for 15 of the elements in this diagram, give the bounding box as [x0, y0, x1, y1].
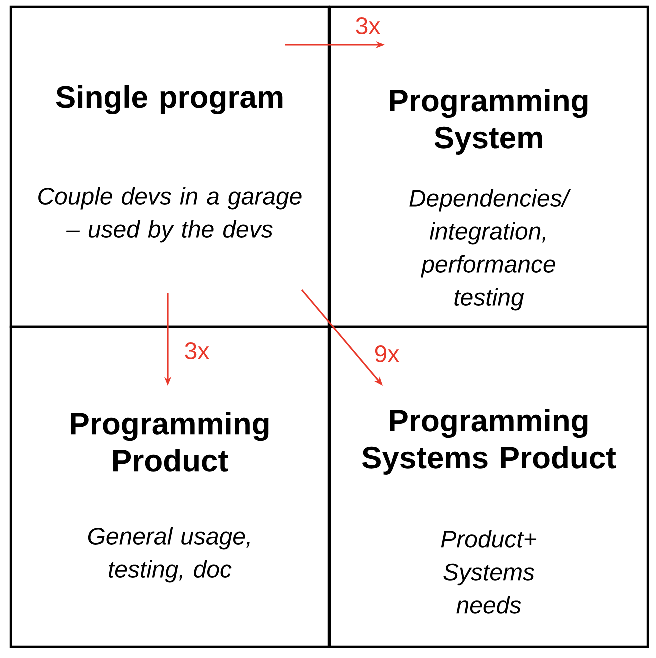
- quadrant-box: [328, 326, 650, 648]
- quadrant-box: [10, 6, 330, 328]
- heading: Programming Product: [71, 412, 269, 472]
- description: Couple devs in a garage – used by the devs: [38, 187, 302, 243]
- description: Product+ Systems needs: [441, 530, 537, 614]
- edge-label: 3x: [354, 16, 382, 36]
- description: Dependencies/ integration, performance testing: [410, 189, 572, 311]
- description: General usage, testing, doc: [88, 527, 250, 583]
- edge-label: 9x: [373, 344, 401, 364]
- quadrant-box: [328, 6, 650, 328]
- quadrant-box: [10, 326, 330, 648]
- edge-label: 3x: [183, 342, 211, 360]
- heading: Programming Systems Product: [362, 409, 616, 475]
- heading: Single program: [56, 85, 283, 115]
- heading: Programming System: [390, 89, 588, 155]
